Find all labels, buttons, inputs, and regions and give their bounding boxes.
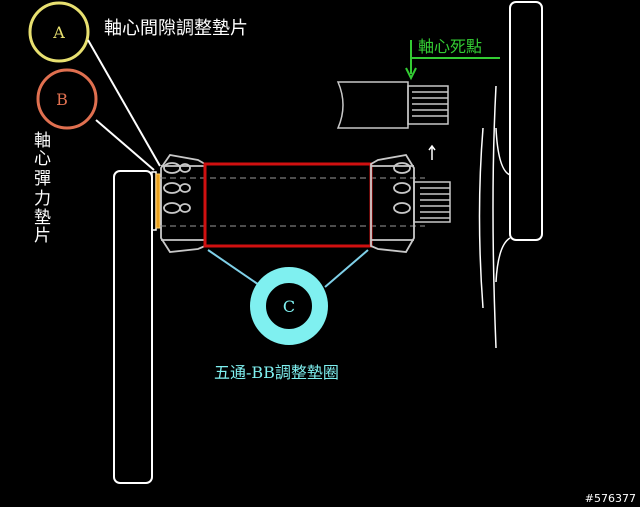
axle-spring-shim-label: 軸 心 彈 力 墊 片 bbox=[34, 131, 51, 246]
left-crank-arm bbox=[113, 170, 153, 484]
bb-shell bbox=[203, 162, 373, 248]
left-bearing-cup bbox=[160, 154, 206, 253]
axle-gap-shim-label: 軸心間隙調整墊片 bbox=[104, 18, 248, 39]
watermark: #576377 bbox=[585, 492, 636, 505]
pointer-c-right bbox=[324, 249, 369, 288]
circle-b bbox=[36, 68, 98, 130]
spring-shim-char: 片 bbox=[34, 226, 51, 246]
spring-shim bbox=[151, 171, 157, 231]
circle-b-label: B bbox=[56, 90, 68, 109]
bb-spacer-label: 五通-BB調整墊圈 bbox=[214, 363, 339, 382]
right-bearing-cup bbox=[370, 154, 415, 253]
spindle-reference bbox=[336, 81, 449, 129]
small-arrow-mark bbox=[428, 144, 436, 160]
spring-shim-char: 軸 bbox=[34, 131, 51, 151]
spindle bbox=[160, 177, 425, 227]
spring-shim-char: 心 bbox=[34, 149, 51, 169]
axle-dead-point-label: 軸心死點 bbox=[418, 37, 482, 56]
circle-a-label: A bbox=[52, 23, 65, 42]
pointer-c-left bbox=[207, 249, 263, 288]
gap-shim bbox=[155, 173, 161, 229]
pointer-a bbox=[87, 39, 161, 167]
circle-c-ring bbox=[250, 267, 328, 345]
right-crank-profile bbox=[478, 85, 511, 349]
circle-c-label: C bbox=[283, 297, 295, 316]
spindle-right-end bbox=[413, 181, 451, 223]
pointer-b bbox=[95, 119, 155, 171]
spring-shim-char: 彈 bbox=[34, 169, 51, 189]
spring-shim-char: 墊 bbox=[34, 208, 51, 228]
right-crank-arm bbox=[509, 1, 543, 241]
circle-a bbox=[28, 1, 90, 63]
spring-shim-char: 力 bbox=[34, 189, 51, 209]
dead-point-indicator bbox=[405, 40, 500, 81]
